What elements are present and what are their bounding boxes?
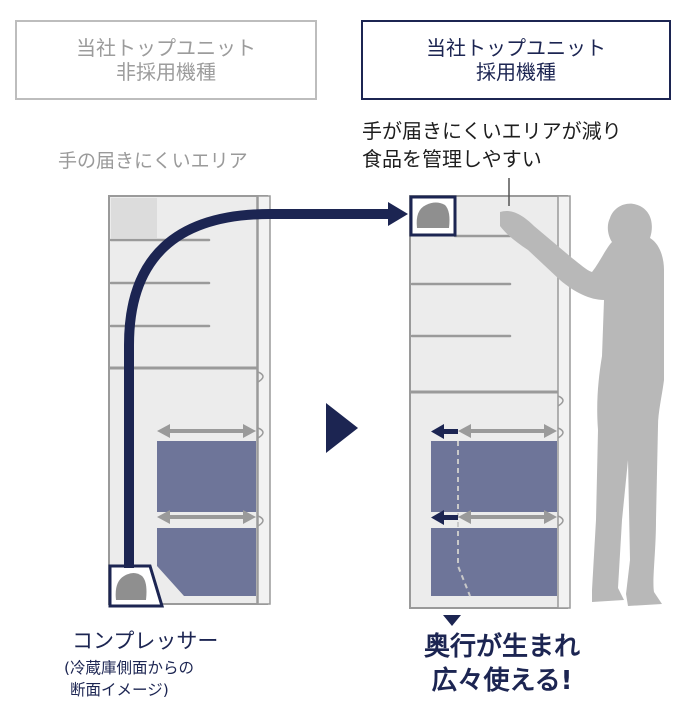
right-note-line1: 手が届きにくいエリアが減り [362, 119, 622, 143]
old-drawer-outline [457, 441, 471, 597]
right-note-line2: 食品を管理しやすい [362, 146, 542, 171]
right-area-note: 手が届きにくいエリアが減り 食品を管理しやすい [362, 118, 622, 173]
move-arrow-head [388, 202, 408, 226]
left-arrow-icon [431, 510, 458, 525]
compressor-title: コンプレッサー [72, 629, 219, 653]
double-arrow-icon [458, 424, 557, 438]
label-left-line1: 当社トップユニット [76, 35, 256, 60]
right-lower-drawer [431, 528, 557, 596]
down-arrow-icon [443, 615, 461, 626]
result-line1: 奥行が生まれ [423, 632, 580, 662]
compressor-icon [115, 573, 147, 600]
label-right-line2: 採用機種 [476, 60, 556, 84]
compressor-sub-line2: 断面イメージ) [70, 681, 169, 699]
left-arrow-icon [431, 424, 458, 439]
right-fridge [409, 178, 571, 609]
right-upper-drawer [431, 441, 557, 512]
double-arrow-icon [458, 510, 557, 524]
label-left-line2: 非採用機種 [116, 60, 216, 84]
play-arrow-icon [326, 403, 358, 453]
person-silhouette [500, 203, 664, 606]
result-line2: 広々使える! [431, 666, 573, 697]
compressor-subtitle: (冷蔵庫側面からの 断面イメージ) [64, 657, 194, 701]
result-caption: 奥行が生まれ 広々使える! [402, 630, 602, 699]
left-lower-drawer [157, 528, 256, 596]
label-right-line1: 当社トップユニット [426, 35, 606, 60]
label-box-adopted: 当社トップユニット 採用機種 [361, 20, 671, 100]
left-fridge [108, 195, 271, 608]
right-shelves [410, 234, 512, 338]
compressor-sub-line1: (冷蔵庫側面からの [64, 659, 195, 677]
label-box-non-adopted: 当社トップユニット 非採用機種 [15, 20, 317, 100]
compressor-icon [416, 202, 450, 228]
left-upper-drawer [157, 441, 256, 512]
move-arrow-path [124, 209, 392, 568]
hard-to-reach-area [111, 198, 157, 238]
double-arrow-icon [157, 510, 256, 524]
left-area-note: 手の届きにくいエリア [58, 150, 248, 172]
double-arrow-icon [157, 424, 256, 438]
